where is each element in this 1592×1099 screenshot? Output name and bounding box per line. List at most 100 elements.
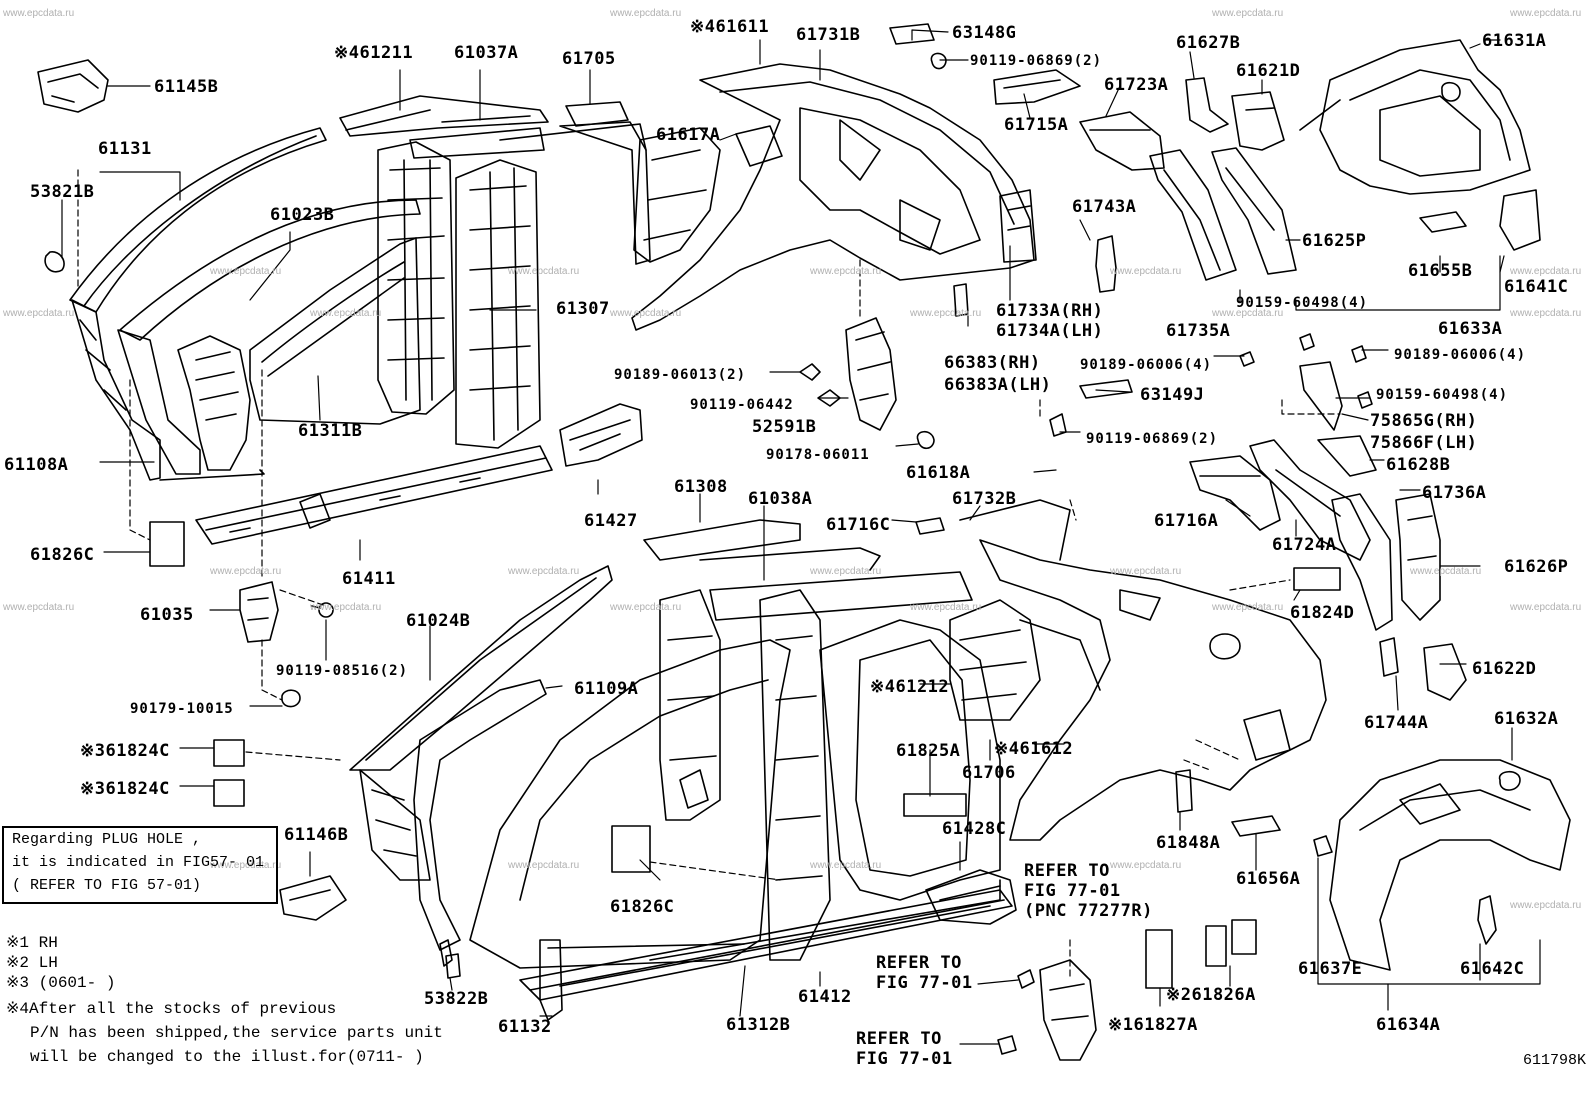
part-label[interactable]: ※461212 xyxy=(870,677,950,697)
part-label[interactable]: 61427 xyxy=(584,511,638,531)
part-label[interactable]: 61826C xyxy=(610,897,675,917)
part-label[interactable]: 90189-06013(2) xyxy=(614,367,747,383)
part-label[interactable]: 61038A xyxy=(748,489,813,509)
legend-lh: ※2 LH xyxy=(6,954,58,972)
part-label[interactable]: 61736A xyxy=(1422,483,1487,503)
part-label[interactable]: 61733A(RH) xyxy=(996,301,1104,321)
part-label[interactable]: 90189-06006(4) xyxy=(1080,357,1213,373)
part-label[interactable]: ※161827A xyxy=(1108,1015,1198,1035)
part-label[interactable]: 66383A(LH) xyxy=(944,375,1052,395)
part-label[interactable]: 61848A xyxy=(1156,833,1221,853)
part-label[interactable]: 90119-08516(2) xyxy=(276,663,409,679)
part-label[interactable]: 61132 xyxy=(498,1017,552,1037)
part-label[interactable]: 61641C xyxy=(1504,277,1569,297)
part-label[interactable]: 61621D xyxy=(1236,61,1301,81)
part-label[interactable]: 61826C xyxy=(30,545,95,565)
part-label[interactable]: 90119-06869(2) xyxy=(1086,431,1219,447)
part-label[interactable]: 61311B xyxy=(298,421,363,441)
watermark-text: www.epcdata.ru xyxy=(1212,602,1284,613)
part-label[interactable]: 61715A xyxy=(1004,115,1069,135)
part-label[interactable]: 61024B xyxy=(406,611,471,631)
part-label[interactable]: 61825A xyxy=(896,741,961,761)
part-label[interactable]: 61705 xyxy=(562,49,616,69)
part-label[interactable]: ※461612 xyxy=(994,739,1074,759)
part-label[interactable]: 61312B xyxy=(726,1015,791,1035)
part-label[interactable]: 61037A xyxy=(454,43,519,63)
part-label[interactable]: ※261826A xyxy=(1166,985,1256,1005)
part-label[interactable]: 61035 xyxy=(140,605,194,625)
part-label[interactable]: 63149J xyxy=(1140,385,1205,405)
refer-to-text[interactable]: REFER TO xyxy=(856,1029,942,1049)
part-label[interactable]: 52591B xyxy=(752,417,817,437)
refer-to-text[interactable]: FIG 77-01 xyxy=(856,1049,953,1069)
part-label[interactable]: 90179-10015 xyxy=(130,701,234,717)
part-label[interactable]: 61716A xyxy=(1154,511,1219,531)
part-label[interactable]: 61824D xyxy=(1290,603,1355,623)
part-label[interactable]: 61428C xyxy=(942,819,1007,839)
refer-to-text[interactable]: (PNC 77277R) xyxy=(1024,901,1153,921)
part-label[interactable]: 90159-60498(4) xyxy=(1236,295,1369,311)
part-label[interactable]: 66383(RH) xyxy=(944,353,1041,373)
part-label[interactable]: 90159-60498(4) xyxy=(1376,387,1509,403)
part-label[interactable]: 61656A xyxy=(1236,869,1301,889)
part-label[interactable]: 61625P xyxy=(1302,231,1367,251)
part-label[interactable]: 61642C xyxy=(1460,959,1525,979)
part-label[interactable]: 61655B xyxy=(1408,261,1473,281)
part-label[interactable]: 61307 xyxy=(556,299,610,319)
part-label[interactable]: 61706 xyxy=(962,763,1016,783)
part-label[interactable]: 61637E xyxy=(1298,959,1363,979)
part-label[interactable]: ※461211 xyxy=(334,43,414,63)
legend-note-4: P/N has been shipped,the service parts u… xyxy=(30,1024,443,1042)
part-label[interactable]: 61622D xyxy=(1472,659,1537,679)
quarter-panel-outer-upper xyxy=(631,23,1081,450)
part-label[interactable]: 61731B xyxy=(796,25,861,45)
part-label[interactable]: 61109A xyxy=(574,679,639,699)
part-label[interactable]: 61618A xyxy=(906,463,971,483)
part-label[interactable]: 61023B xyxy=(270,205,335,225)
part-label[interactable]: 61412 xyxy=(798,987,852,1007)
part-label[interactable]: 75865G(RH) xyxy=(1370,411,1478,431)
part-label[interactable]: ※361824C xyxy=(80,741,170,761)
part-label[interactable]: 63148G xyxy=(952,23,1017,43)
part-label[interactable]: 61146B xyxy=(284,825,349,845)
part-label[interactable]: 61732B xyxy=(952,489,1017,509)
part-label[interactable]: 61411 xyxy=(342,569,396,589)
part-label[interactable]: 61628B xyxy=(1386,455,1451,475)
part-label[interactable]: 61145B xyxy=(154,77,219,97)
watermark-text: www.epcdata.ru xyxy=(1510,8,1582,19)
part-label[interactable]: 61744A xyxy=(1364,713,1429,733)
watermark-text: www.epcdata.ru xyxy=(1110,860,1182,871)
part-label[interactable]: 61723A xyxy=(1104,75,1169,95)
part-label[interactable]: 61634A xyxy=(1376,1015,1441,1035)
part-label[interactable]: 61627B xyxy=(1176,33,1241,53)
part-label[interactable]: 61617A xyxy=(656,125,721,145)
part-label[interactable]: 61734A(LH) xyxy=(996,321,1104,341)
part-label[interactable]: 61735A xyxy=(1166,321,1231,341)
part-label[interactable]: 61131 xyxy=(98,139,152,159)
watermark-text: www.epcdata.ru xyxy=(310,308,382,319)
part-label[interactable]: 61724A xyxy=(1272,535,1337,555)
part-label[interactable]: 61626P xyxy=(1504,557,1569,577)
part-label[interactable]: 90178-06011 xyxy=(766,447,870,463)
part-label[interactable]: 75866F(LH) xyxy=(1370,433,1478,453)
refer-to-text[interactable]: FIG 77-01 xyxy=(876,973,973,993)
part-label[interactable]: 61631A xyxy=(1482,31,1547,51)
part-label[interactable]: 61632A xyxy=(1494,709,1559,729)
part-label[interactable]: 61743A xyxy=(1072,197,1137,217)
part-label[interactable]: 90119-06442 xyxy=(690,397,794,413)
refer-to-text[interactable]: REFER TO xyxy=(876,953,962,973)
part-label[interactable]: 90119-06869(2) xyxy=(970,53,1103,69)
refer-to-text[interactable]: FIG 77-01 xyxy=(1024,881,1121,901)
part-label[interactable]: ※461611 xyxy=(690,17,770,37)
part-label[interactable]: 61633A xyxy=(1438,319,1503,339)
part-label[interactable]: 53821B xyxy=(30,182,95,202)
part-label[interactable]: 53822B xyxy=(424,989,489,1009)
part-label[interactable]: 90189-06006(4) xyxy=(1394,347,1527,363)
part-label[interactable]: ※361824C xyxy=(80,779,170,799)
part-label[interactable]: 61308 xyxy=(674,477,728,497)
watermark-text: www.epcdata.ru xyxy=(1110,266,1182,277)
refer-to-text[interactable]: REFER TO xyxy=(1024,861,1110,881)
part-label[interactable]: 61108A xyxy=(4,455,69,475)
part-label[interactable]: 61716C xyxy=(826,515,891,535)
